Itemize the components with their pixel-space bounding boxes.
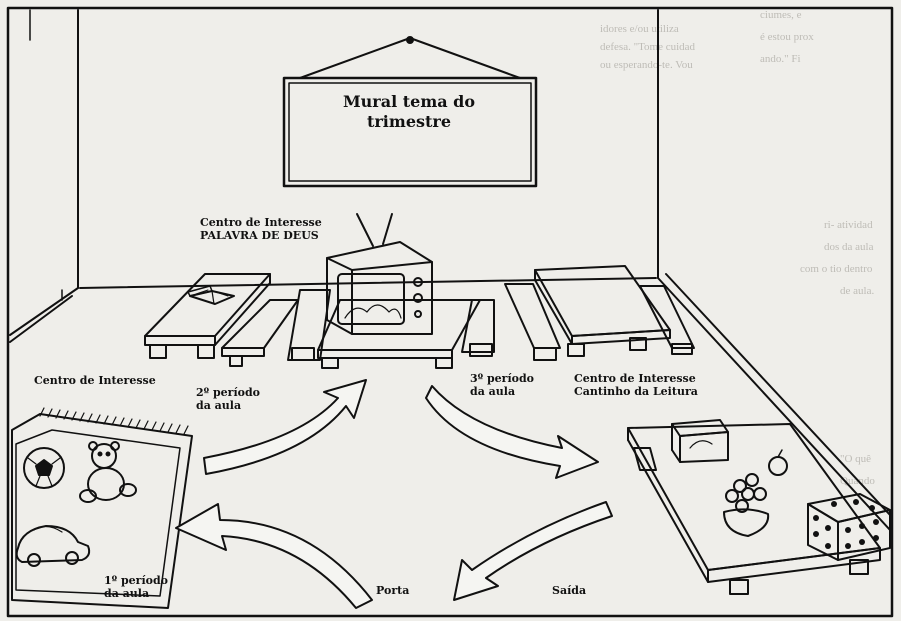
label-periodo-3-line2: da aula: [470, 385, 516, 398]
bleed-text: "O quê: [840, 453, 872, 465]
label-saida: Saída: [552, 584, 587, 597]
mural-title-line2: trimestre: [366, 112, 451, 131]
play-mat: [11, 413, 193, 609]
label-centro-palavra-line1: Centro de Interesse: [200, 216, 322, 229]
label-centro-leitura-line1: Centro de Interesse: [574, 372, 696, 385]
label-periodo-2: 2º período da aula: [196, 386, 260, 412]
bleed-text: dos da aula: [824, 241, 874, 253]
table-left: [144, 273, 299, 367]
reading-table: [627, 423, 881, 595]
bleed-text: ando." Fi: [760, 53, 801, 65]
label-porta: Porta: [376, 584, 410, 597]
gift-box-icon: [671, 419, 729, 463]
label-periodo-1-line2: da aula: [104, 587, 150, 600]
mural-board: [282, 36, 538, 188]
label-periodo-1-line1: 1º período: [104, 574, 169, 587]
label-centro-palavra-line2: PALAVRA DE DEUS: [200, 229, 319, 242]
bleed-text: idores e/ou utiliza: [600, 23, 679, 35]
mat-fringe: [39, 407, 189, 435]
label-periodo-3-line1: 3º período: [470, 372, 535, 385]
label-centro-leitura: Centro de Interesse Cantinho da Leitura: [574, 372, 698, 398]
label-centro-palavra: Centro de Interesse PALAVRA DE DEUS: [200, 216, 322, 242]
teddy-bear-icon: [79, 441, 137, 503]
flow-arrow-1st: [175, 503, 373, 609]
label-centro-interesse-left: Centro de Interesse: [34, 374, 156, 387]
bleed-text: ciumes, e: [760, 9, 802, 21]
label-periodo-2-line1: 2º período: [196, 386, 261, 399]
flow-arrow-saida: [453, 501, 613, 601]
bleed-text: é estou prox: [760, 31, 814, 43]
bleed-text: defesa. "Tome cuidad: [600, 41, 696, 53]
open-bible-icon: [187, 285, 235, 305]
dotted-box-icon: [807, 493, 891, 561]
soccer-ball-icon: [23, 447, 65, 489]
label-periodo-2-line2: da aula: [196, 399, 242, 412]
television-icon: [326, 213, 433, 335]
mural-title-line1: Mural tema do: [342, 92, 476, 111]
room-walls: [6, 6, 894, 618]
bleed-text: de aula.: [840, 285, 875, 297]
label-periodo-3: 3º período da aula: [470, 372, 534, 398]
bleed-text: ou esperando-te. Vou: [600, 59, 693, 71]
flow-arrow-2nd: [203, 379, 367, 475]
toy-car-icon: [15, 525, 91, 567]
mural-title: Mural tema do trimestre: [290, 92, 528, 132]
label-periodo-1: 1º período da aula: [104, 574, 168, 600]
apple-icon: [768, 449, 788, 476]
table-center: [287, 289, 495, 369]
label-centro-leitura-line2: Cantinho da Leitura: [574, 385, 698, 398]
bleed-text: com o tio dentro: [800, 263, 873, 275]
flow-arrow-3rd: [425, 385, 599, 479]
bleed-text: ri- atividad: [824, 219, 873, 231]
flower-vase-icon: [723, 473, 770, 537]
table-right: [504, 265, 695, 361]
